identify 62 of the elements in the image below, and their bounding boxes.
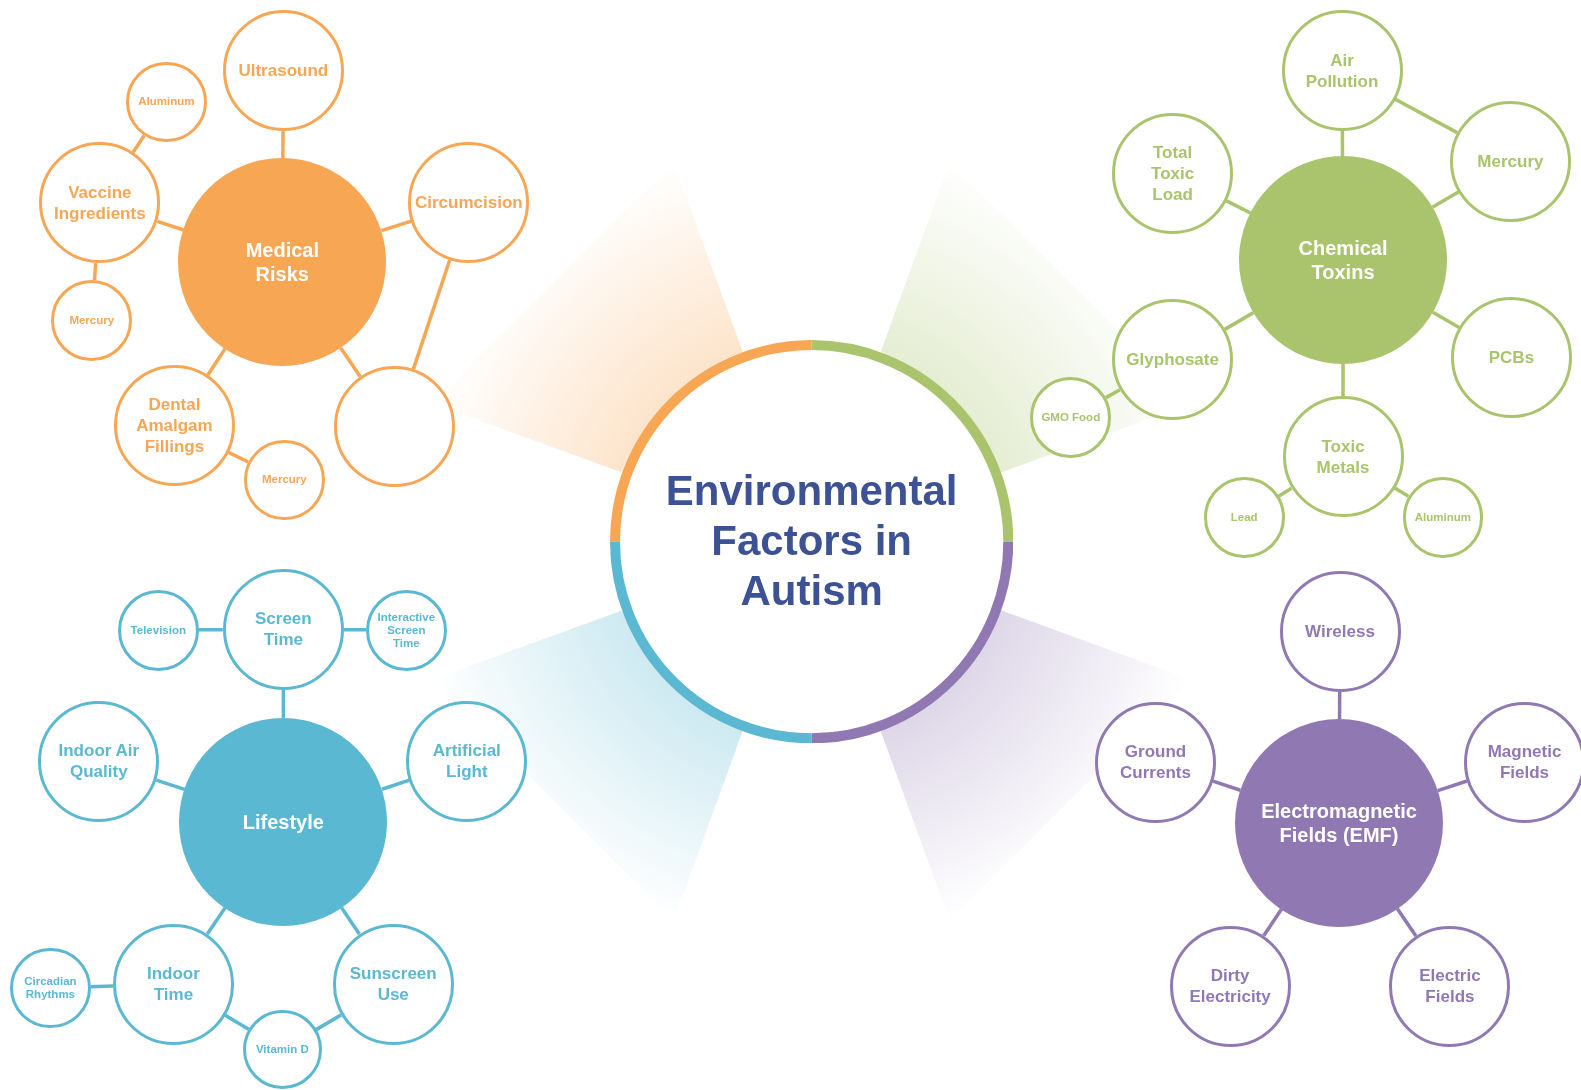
connector-line: [206, 347, 227, 376]
connector-line: [205, 906, 227, 935]
connector-line: [1340, 131, 1345, 157]
node-label: Chemical Toxins: [1297, 236, 1389, 285]
connector-line: [340, 906, 361, 935]
node-label: Wireless: [1304, 620, 1376, 642]
node-label: Vitamin D: [254, 1043, 310, 1057]
node-label: Medical Risks: [244, 238, 320, 287]
node-label: PCBs: [1487, 347, 1536, 369]
node-label: Total Toxic Load: [1150, 141, 1196, 205]
node-label: Electromagnetic Fields (EMF): [1260, 798, 1418, 847]
node-label: Magnetic Fields: [1486, 741, 1563, 784]
connector-line: [281, 131, 285, 159]
connector-line: [1393, 486, 1410, 498]
connector-line: [1223, 311, 1255, 331]
node-label: Toxic Metals: [1315, 435, 1371, 478]
node-label: Artificial Light: [431, 740, 502, 783]
node-label: Ground Currents: [1119, 741, 1192, 784]
connector-line: [1277, 486, 1293, 498]
node-label: Lifestyle: [241, 809, 325, 834]
node-label: Ultrasound: [237, 60, 330, 82]
node-label: Television: [129, 623, 187, 637]
connector-line: [1394, 97, 1458, 135]
node-label: Mercury: [68, 314, 116, 328]
connector-line: [131, 134, 146, 154]
node-label: Aluminum: [1413, 510, 1472, 524]
node-label: Indoor Air Quality: [57, 740, 141, 783]
node-label: Screen Time: [253, 608, 313, 651]
connector-line: [1105, 388, 1121, 400]
connector-line: [92, 262, 98, 281]
connector-line: [1225, 199, 1252, 215]
connector-line: [1431, 310, 1460, 330]
connector-line: [1341, 364, 1345, 397]
connector-line: [1431, 190, 1460, 209]
node-label: Circumcision: [414, 192, 524, 214]
node-label: Dental Amalgam Fillings: [135, 394, 214, 457]
node-label: GMO Food: [1040, 410, 1102, 424]
connector-line: [90, 984, 114, 989]
connector-line: [315, 1013, 343, 1032]
connector-line: [339, 347, 362, 378]
connector-line: [1262, 908, 1283, 937]
node-label: Electric Fields: [1418, 965, 1482, 1008]
node-label: Glyphosate: [1125, 349, 1220, 371]
connector-line: [198, 627, 223, 632]
connector-line: [1337, 691, 1342, 719]
node-label: Aluminum: [137, 95, 196, 109]
node-label: Sunscreen Use: [348, 963, 438, 1006]
connector-line: [227, 450, 249, 464]
connector-line: [1395, 907, 1418, 938]
node-label: Mercury: [1476, 150, 1545, 172]
node-label: Lead: [1229, 510, 1259, 524]
node-label: Circadian Rhythms: [23, 975, 78, 1002]
center-title: Environmental Factors in Autism: [664, 466, 959, 617]
node-label: Air Pollution: [1304, 49, 1380, 92]
connector-line: [281, 689, 286, 718]
node-label: Interactive Screen Time: [376, 610, 437, 650]
node-label: Mercury: [260, 473, 308, 487]
node-label: Vaccine Ingredients: [53, 181, 147, 224]
node-label: Indoor Time: [145, 963, 201, 1006]
connector-line: [343, 627, 367, 632]
node-label: Dirty Electricity: [1188, 965, 1272, 1008]
connector-line: [224, 1013, 250, 1031]
